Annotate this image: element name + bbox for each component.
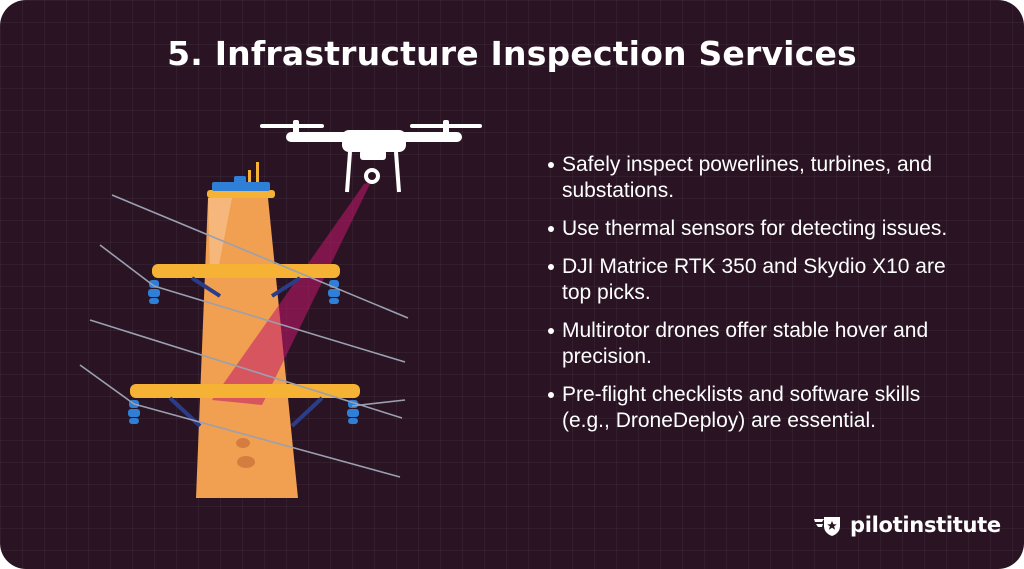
drone-icon bbox=[260, 120, 482, 193]
list-item: DJI Matrice RTK 350 and Skydio X10 are t… bbox=[548, 254, 968, 306]
pilot-wings-star-icon bbox=[814, 517, 840, 536]
list-item: Safely inspect powerlines, turbines, and… bbox=[548, 152, 968, 204]
list-item: Pre-flight checklists and software skill… bbox=[548, 382, 968, 434]
list-item: Use thermal sensors for detecting issues… bbox=[548, 216, 968, 242]
illustration bbox=[79, 120, 482, 498]
list-item: Multirotor drones offer stable hover and… bbox=[548, 318, 968, 370]
brand-logo: pilotinstitute bbox=[812, 510, 1001, 540]
bullet-list: Safely inspect powerlines, turbines, and… bbox=[548, 152, 968, 446]
slide-title: 5. Infrastructure Inspection Services bbox=[167, 34, 857, 73]
camera-beam-icon bbox=[212, 182, 371, 405]
brand-name: pilotinstitute bbox=[850, 513, 1001, 537]
power-line-icon bbox=[79, 194, 409, 478]
